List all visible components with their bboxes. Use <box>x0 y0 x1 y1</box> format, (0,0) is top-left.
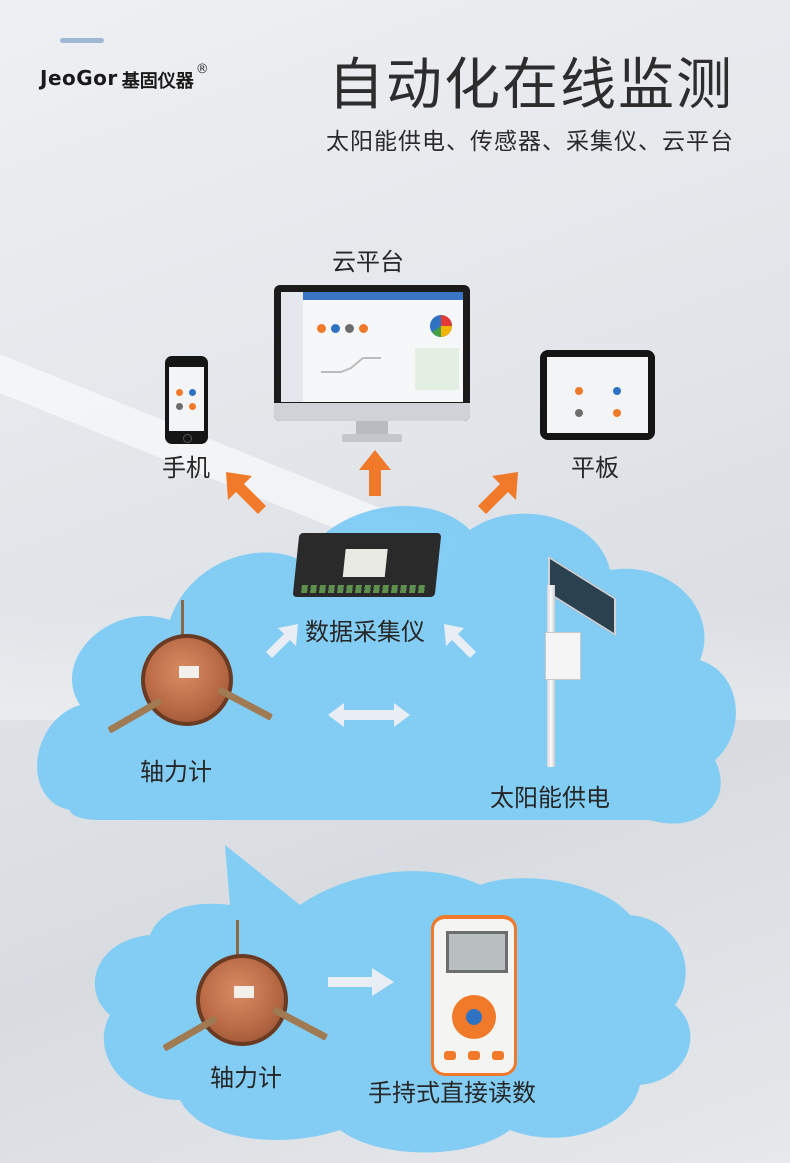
status-dot <box>176 389 183 396</box>
status-dot <box>176 403 183 410</box>
label-phone: 手机 <box>162 454 210 482</box>
reader-key <box>444 1051 456 1060</box>
tablet-screen <box>547 357 648 433</box>
page-title: 自动化在线监测 <box>328 53 734 118</box>
monitor <box>274 285 470 445</box>
label-solar-power: 太阳能供电 <box>490 784 610 812</box>
logger-terminals <box>301 585 428 593</box>
data-logger <box>292 533 442 597</box>
status-dot <box>189 389 196 396</box>
logger-sticker <box>342 549 388 577</box>
arrow-up-icon <box>359 450 391 496</box>
arrow-up-left-icon <box>226 472 266 514</box>
status-dot <box>359 324 368 333</box>
double-arrow-icon <box>328 703 410 727</box>
label-axial-meter: 轴力计 <box>140 758 212 786</box>
meter-leg <box>107 697 163 734</box>
decor-dash <box>60 38 104 43</box>
status-dot <box>317 324 326 333</box>
label-data-logger: 数据采集仪 <box>305 618 425 646</box>
axial-force-meter <box>105 600 275 734</box>
reader-key <box>468 1051 480 1060</box>
reader-key <box>492 1051 504 1060</box>
phone-home-button <box>183 434 192 443</box>
reader-brand-bar <box>438 975 510 985</box>
registered-mark: ® <box>195 62 209 77</box>
status-dot <box>613 409 621 417</box>
pie-chart-icon <box>430 315 452 337</box>
logo: JeoGor 基固仪器 ® <box>40 62 209 93</box>
monitor-chin <box>274 403 470 421</box>
status-dot <box>345 324 354 333</box>
arrow-up-right-icon <box>266 624 298 658</box>
status-dot <box>331 324 340 333</box>
reader-center-button <box>466 1009 482 1025</box>
meter-rod <box>181 600 184 640</box>
monitor-stand <box>356 421 388 435</box>
label-cloud-platform: 云平台 <box>332 248 404 276</box>
trend-line <box>321 357 381 373</box>
meter-tag <box>234 986 254 998</box>
arrow-right-icon <box>328 968 394 996</box>
meter-rod <box>236 920 239 960</box>
meter-body <box>141 634 233 726</box>
label-tablet: 平板 <box>571 454 619 482</box>
monitor-base <box>342 434 402 442</box>
logo-brand-cn: 基固仪器 <box>121 71 194 92</box>
arrow-up-right-icon <box>478 472 518 514</box>
tablet <box>540 350 655 440</box>
reader-lcd <box>446 931 508 973</box>
status-dot <box>575 387 583 395</box>
control-box <box>545 632 581 680</box>
handheld-reader <box>431 915 517 1076</box>
arrow-up-left-icon <box>444 624 476 658</box>
screen-topbar <box>281 292 463 300</box>
meter-leg <box>162 1015 218 1052</box>
logo-brand: JeoGor <box>40 66 118 90</box>
label-handheld-read: 手持式直接读数 <box>368 1079 536 1107</box>
screen-panel <box>415 348 459 390</box>
screen-sidebar <box>281 292 303 402</box>
axial-force-meter <box>160 920 330 1052</box>
meter-tag <box>179 666 199 678</box>
status-dot <box>189 403 196 410</box>
phone <box>165 356 208 444</box>
meter-body <box>196 954 288 1046</box>
phone-screen <box>169 367 204 431</box>
label-handheld-meter: 轴力计 <box>210 1064 282 1092</box>
monitor-screen <box>281 292 463 402</box>
status-dot <box>613 387 621 395</box>
status-dot <box>575 409 583 417</box>
page-subtitle: 太阳能供电、传感器、采集仪、云平台 <box>326 129 734 155</box>
